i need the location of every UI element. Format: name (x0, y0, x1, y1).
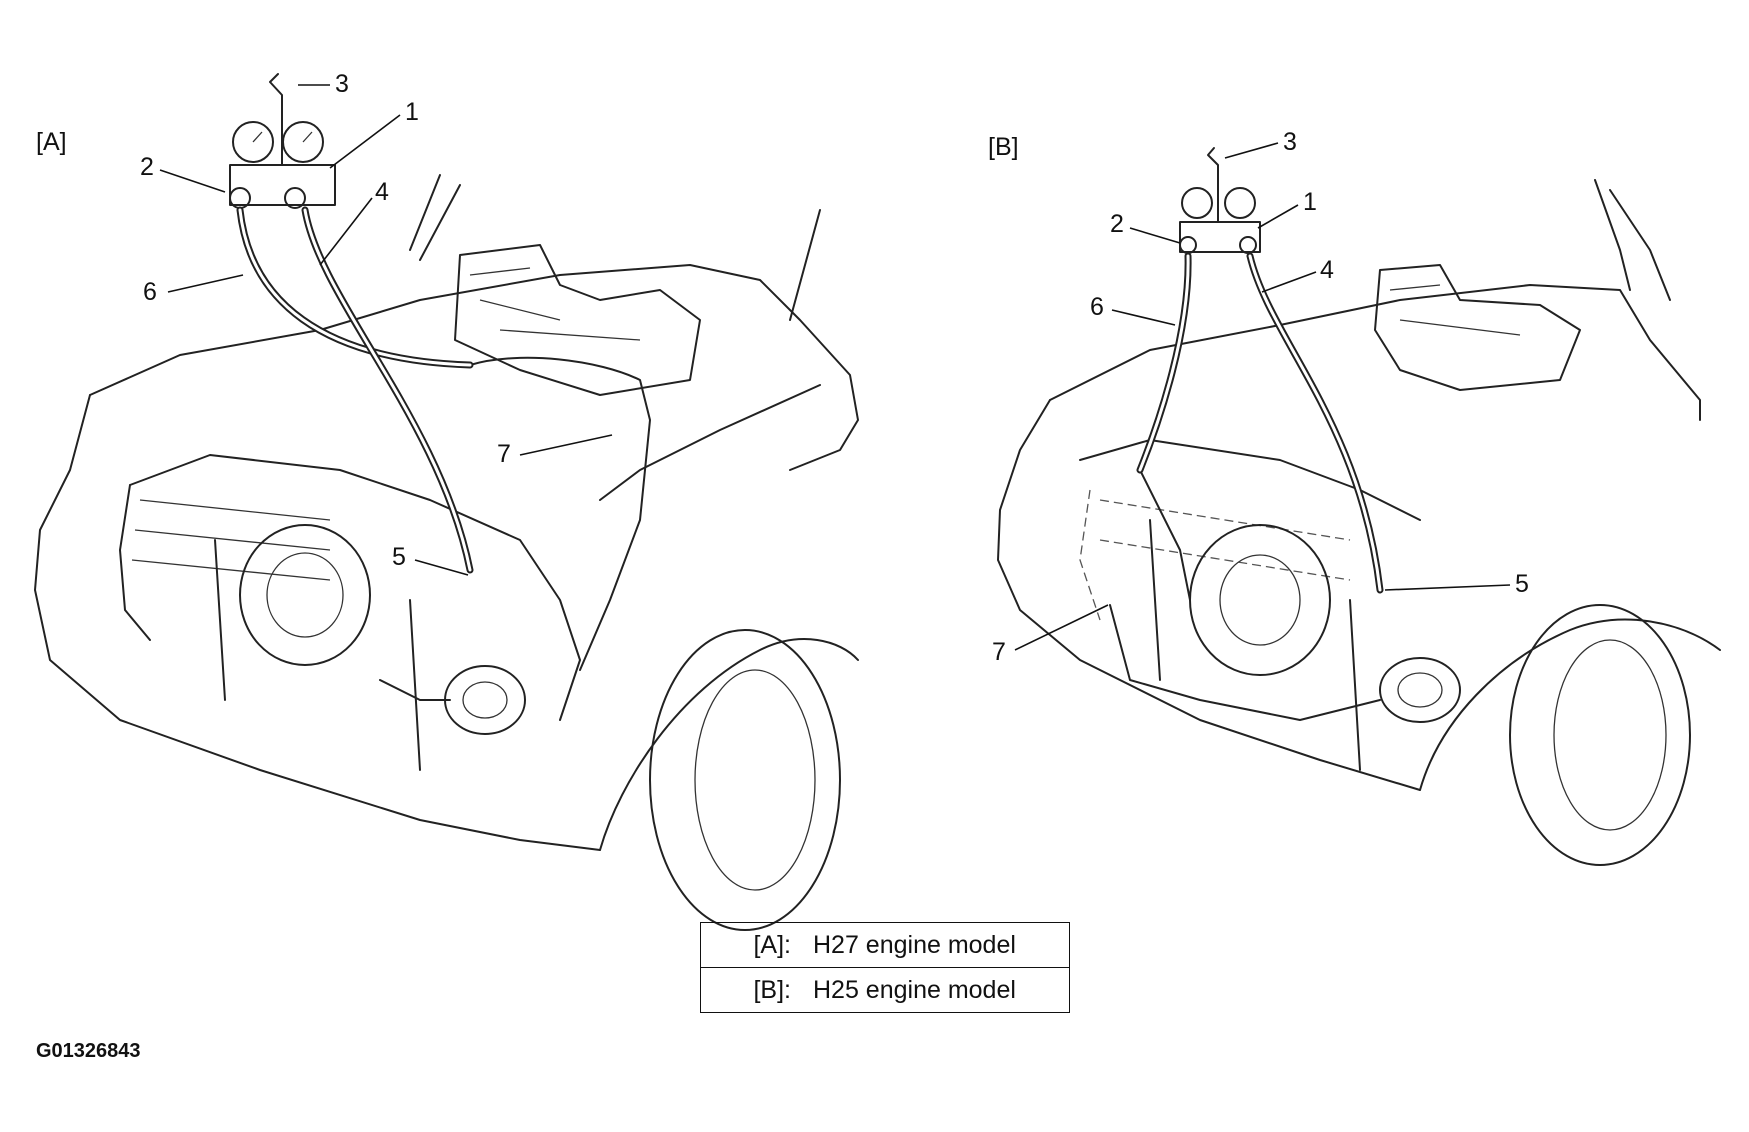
panel-b-fan-hub (1219, 554, 1301, 646)
panel-b-hood-props (1594, 179, 1671, 301)
panel-a-high-valve (284, 187, 306, 209)
panel-a-tag: [A] (36, 128, 67, 156)
panel-a-leader-4 (319, 197, 373, 266)
panel-a-grille-top (129, 454, 581, 721)
panel-b-ac-lines (1109, 469, 1381, 721)
legend-row-b: [B]: H25 engine model (701, 967, 1069, 1012)
panel-a-callout-4: 4 (375, 178, 389, 206)
panel-a-wheel-rim (694, 669, 816, 891)
legend-text-b: H25 engine model (813, 975, 1016, 1004)
legend-row-a: [A]: H27 engine model (701, 923, 1069, 967)
panel-b-low-gauge (1181, 187, 1213, 219)
panel-a-low-gauge (232, 121, 274, 163)
panel-b-tag: [B] (988, 133, 1019, 161)
panel-b-callout-6: 6 (1090, 293, 1104, 321)
panel-a-leader-7 (519, 434, 613, 456)
legend-text-a: H27 engine model (813, 930, 1016, 959)
panel-b-callout-1: 1 (1303, 188, 1317, 216)
panel-a-compressor (444, 665, 526, 735)
panel-a-hood-edge (89, 264, 859, 471)
panel-a-fan (239, 524, 371, 666)
panel-a-hood-props (409, 174, 821, 321)
panel-b-leader-1 (1257, 204, 1299, 229)
panel-b-grille-top (1079, 439, 1421, 521)
panel-b-fender (1419, 618, 1721, 791)
panel-b-drawing (997, 147, 1721, 866)
panel-b-low-valve (1179, 236, 1197, 254)
panel-b-leader-3 (1224, 142, 1279, 159)
panel-a-engine-detail (469, 267, 641, 341)
panel-a-callout-5: 5 (392, 543, 406, 571)
panel-a-leader-2 (159, 169, 226, 193)
panel-a-high-hose (301, 206, 474, 574)
panel-a-leader-5 (414, 559, 469, 576)
panel-b-bumper-outline (997, 399, 1421, 791)
panel-b-callout-3: 3 (1283, 128, 1297, 156)
panel-b-compressor (1379, 657, 1461, 723)
figure-id: G01326843 (36, 1040, 141, 1062)
panel-b-engine-block (1374, 264, 1581, 391)
panel-b-fan (1189, 524, 1331, 676)
panel-b-wheel (1509, 604, 1691, 866)
panel-a-frame-rail (599, 384, 821, 501)
panel-a-fan-hub (266, 552, 344, 638)
panel-b-leader-7 (1014, 604, 1109, 651)
panel-b-hanger-hook (1207, 147, 1219, 223)
panel-a-ac-line-lower (379, 679, 451, 701)
panel-b-radiator-sides (1149, 519, 1361, 771)
panel-a-manifold-body (229, 164, 336, 206)
legend-key-b: [B]: (753, 975, 791, 1004)
panel-a-callout-6: 6 (143, 278, 157, 306)
panel-b-leader-5 (1384, 584, 1511, 591)
panel-b-compressor-pulley (1397, 672, 1443, 708)
panel-b-leader-2 (1129, 227, 1181, 244)
panel-b-engine-detail (1389, 284, 1521, 336)
panel-a-drawing (34, 73, 859, 931)
panel-a-grille-left (119, 484, 151, 641)
legend-table: [A]: H27 engine model [B]: H25 engine mo… (700, 922, 1070, 1013)
panel-a-ac-line-upper (469, 356, 651, 671)
panel-a-leader-6 (167, 274, 244, 293)
panel-a-radiator-sides (214, 539, 421, 771)
panel-a-bumper-outline (34, 394, 601, 851)
panel-a-grille-bars (131, 499, 331, 581)
panel-a-callout-1: 1 (405, 98, 419, 126)
panel-b-high-valve (1239, 236, 1257, 254)
panel-a-wheel (649, 629, 841, 931)
panel-b-low-hose (1136, 252, 1192, 474)
panel-a-compressor-pulley (462, 681, 508, 719)
panel-b-callout-5: 5 (1515, 570, 1529, 598)
panel-b-hood-edge (1049, 284, 1701, 421)
panel-a-leader-1 (329, 114, 401, 169)
panel-b-wheel-rim (1553, 639, 1667, 831)
panel-a-low-hose (236, 206, 474, 369)
panel-b-callout-2: 2 (1110, 210, 1124, 238)
panel-a-hanger-hook (269, 73, 283, 166)
legend-key-a: [A]: (753, 930, 791, 959)
panel-a-callout-2: 2 (140, 153, 154, 181)
panel-b-callout-7: 7 (992, 638, 1006, 666)
panel-b-hidden-lines (1079, 489, 1351, 621)
panel-b-leader-6 (1111, 309, 1176, 326)
panel-a-gauge-needles (252, 131, 313, 143)
panel-a-fender (599, 638, 859, 851)
panel-a-callout-7: 7 (497, 440, 511, 468)
panel-b-high-gauge (1224, 187, 1256, 219)
panel-b-manifold-body (1179, 221, 1261, 253)
panel-b-callout-4: 4 (1320, 256, 1334, 284)
panel-b-leader-4 (1261, 271, 1317, 293)
panel-a-callout-3: 3 (335, 70, 349, 98)
